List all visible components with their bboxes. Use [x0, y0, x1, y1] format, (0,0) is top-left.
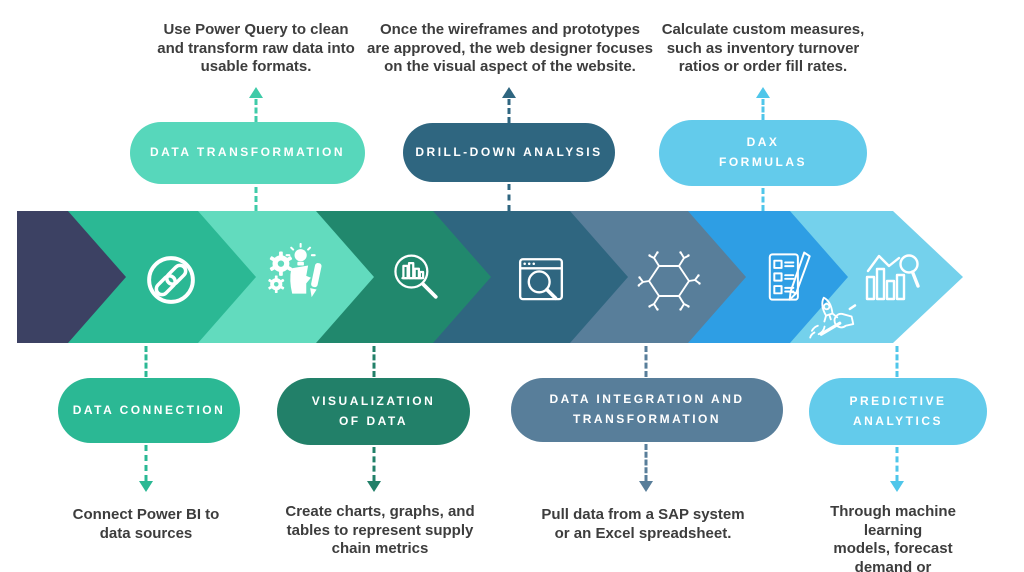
- arrowhead-down-icon: [367, 481, 381, 492]
- arrowhead-down-icon: [139, 481, 153, 492]
- arrowhead-down-icon: [890, 481, 904, 492]
- arrowhead-up-icon: [249, 87, 263, 98]
- arrowhead-up-icon: [756, 87, 770, 98]
- step-pill-label: PREDICTIVE ANALYTICS: [849, 393, 947, 428]
- checklist-pencil-icon: [758, 248, 816, 306]
- step-description-dax-formulas: Calculate custom measures, such as inven…: [661, 21, 865, 76]
- dashed-connector: [761, 99, 765, 120]
- step-description-data-integration-and-transformation: Pull data from a SAP system or an Excel …: [541, 506, 745, 542]
- dashed-connector: [895, 447, 899, 481]
- step-description-visualization-of-data: Create charts, graphs, and tables to rep…: [285, 503, 475, 558]
- step-pill-label: DRILL-DOWN ANALYSIS: [415, 144, 603, 159]
- step-pill-predictive-analytics: PREDICTIVE ANALYTICS: [809, 378, 987, 445]
- step-description-data-transformation: Use Power Query to clean and transform r…: [157, 21, 355, 76]
- step-description-drill-down-analysis: Once the wireframes and prototypes are a…: [367, 21, 653, 76]
- network-hexagon-icon: [637, 249, 701, 313]
- arrowhead-down-icon: [639, 481, 653, 492]
- step-pill-label: DAX FORMULAS: [719, 135, 807, 169]
- dashed-connector: [895, 346, 899, 377]
- dashed-connector: [507, 99, 511, 123]
- rocket-wrench-icon: [806, 292, 860, 346]
- dashed-connector: [372, 346, 376, 377]
- dashed-connector: [254, 99, 258, 122]
- arrowhead-up-icon: [502, 87, 516, 98]
- step-pill-label: VISUALIZATION OF DATA: [311, 393, 436, 428]
- step-pill-label: DATA TRANSFORMATION: [149, 145, 346, 160]
- dashed-connector: [761, 188, 765, 211]
- step-description-data-connection: Connect Power BI to data sources: [72, 506, 220, 542]
- link-icon: [143, 252, 199, 308]
- dashed-connector: [372, 447, 376, 481]
- step-description-predictive-analytics: Through machine learning models, forecas…: [830, 503, 956, 572]
- step-pill-label: DATA INTEGRATION AND TRANSFORMATION: [549, 392, 745, 426]
- ideation-icon: [265, 243, 325, 303]
- step-pill-data-transformation: DATA TRANSFORMATION: [130, 122, 365, 184]
- step-pill-label: DATA CONNECTION: [72, 402, 226, 417]
- step-pill-dax-formulas: DAX FORMULAS: [659, 120, 867, 186]
- dashed-connector: [644, 346, 648, 377]
- step-pill-data-connection: DATA CONNECTION: [58, 378, 240, 443]
- analytics-magnifier-icon: [858, 245, 922, 309]
- dashed-connector: [644, 444, 648, 481]
- chart-magnifier-icon: [387, 249, 447, 309]
- dashed-connector: [144, 445, 148, 481]
- browser-search-icon: [512, 252, 570, 310]
- dashed-connector: [254, 187, 258, 211]
- step-pill-data-integration-and-transformation: DATA INTEGRATION AND TRANSFORMATION: [511, 378, 783, 442]
- dashed-connector: [144, 346, 148, 377]
- step-pill-visualization-of-data: VISUALIZATION OF DATA: [277, 378, 470, 445]
- step-pill-drill-down-analysis: DRILL-DOWN ANALYSIS: [403, 123, 615, 182]
- dashed-connector: [507, 184, 511, 211]
